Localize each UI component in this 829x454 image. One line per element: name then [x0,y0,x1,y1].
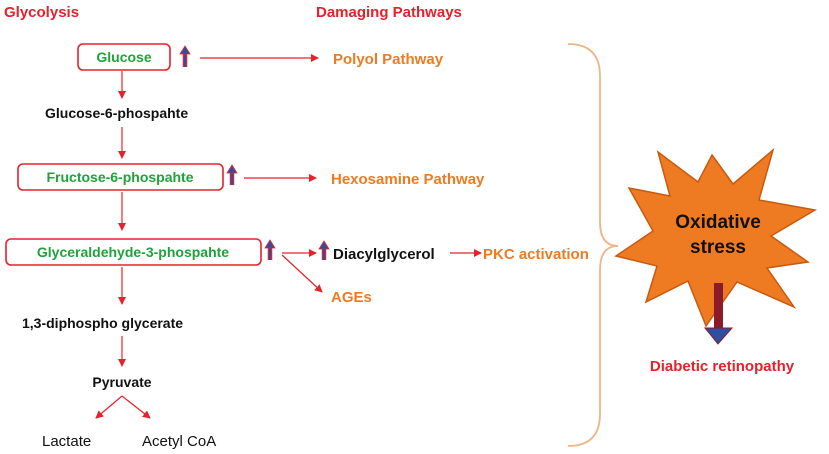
glycolysis-header: Glycolysis [4,4,79,21]
arrow-pyruvate-lactate [95,395,123,419]
up-arrow-icon [226,164,238,185]
up-arrow-icon [264,239,276,260]
down-arrow-icon [703,283,734,345]
diabetic-retinopathy-label: Diabetic retinopathy [650,358,795,375]
dpg-label: 1,3-diphospho glycerate [22,315,183,331]
hexosamine-pathway-label: Hexosamine Pathway [331,171,485,188]
oxidative-stress-line1: Oxidative [675,212,761,233]
pkc-activation-label: PKC activation [483,246,589,263]
acetyl-coa-label: Acetyl CoA [142,433,216,450]
g6p-label: Glucose-6-phospahte [45,105,188,121]
ages-label: AGEs [331,289,372,306]
f6p-box [17,163,224,191]
arrow-g3p-ages [281,254,323,293]
diacylglycerol-label: Diacylglycerol [333,246,435,263]
oxidative-stress-line2: stress [690,237,746,258]
oxidative-stress-star [614,147,818,328]
converging-bracket [567,43,619,447]
up-arrow-icon [179,45,191,67]
lactate-label: Lactate [42,433,91,450]
damaging-pathways-header: Damaging Pathways [316,4,462,21]
pyruvate-label: Pyruvate [92,374,151,390]
arrow-pyruvate-acetyl [121,395,151,419]
glucose-label: Glucose [96,49,151,65]
g3p-box [5,238,262,266]
polyol-pathway-label: Polyol Pathway [333,51,444,68]
up-arrow-icon [318,240,330,260]
glucose-box [77,43,171,71]
f6p-label: Fructose-6-phospahte [46,169,193,185]
g3p-label: Glyceraldehyde-3-phospahte [37,244,229,260]
